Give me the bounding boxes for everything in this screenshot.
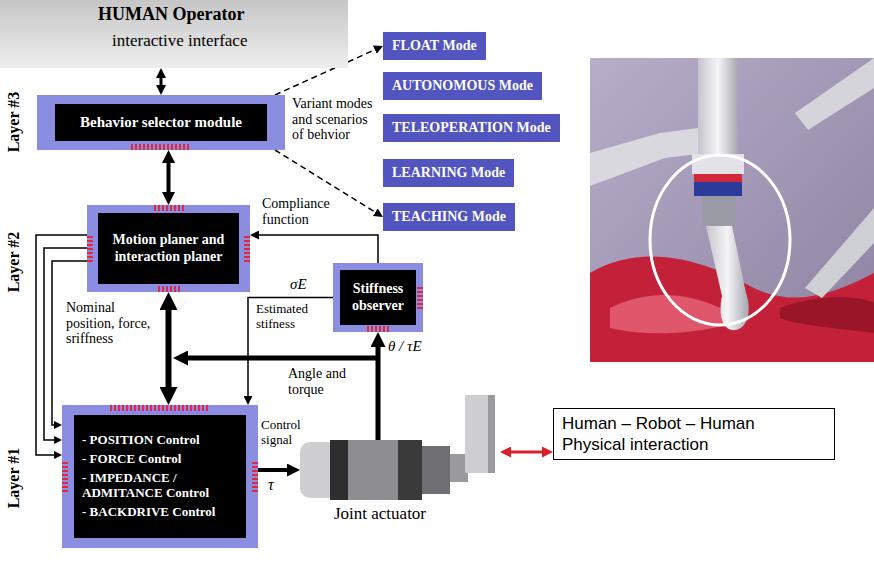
module-core: Stiffness observer	[340, 270, 416, 325]
control-item: - FORCE Control	[82, 452, 238, 467]
module-title: Stiffness observer	[346, 281, 410, 313]
port-ticks	[87, 236, 93, 262]
actuator-figure	[300, 440, 500, 500]
actuator-caption: Joint actuator	[300, 504, 460, 524]
port-ticks	[158, 286, 180, 292]
mode-title: LEARNING Mode	[392, 159, 505, 187]
module-title: Motion planer and interaction planer	[104, 232, 233, 264]
module-core: - POSITION Control - FORCE Control - IMPED…	[74, 415, 246, 538]
mode-title: TEACHING Mode	[392, 203, 506, 231]
mode-box: AUTONOMOUS Mode	[383, 72, 542, 100]
module-box: Stiffness observer	[333, 263, 423, 332]
mode-title: TELEOPERATION Mode	[392, 114, 551, 142]
connector	[376, 340, 381, 441]
mode-box: TELEOPERATION Mode	[383, 114, 560, 142]
operator-band: HUMAN Operator interactive interface	[0, 0, 348, 68]
port-ticks	[154, 205, 184, 211]
actuator-part	[348, 440, 398, 500]
layer-label: Layer #1	[5, 448, 23, 509]
port-ticks	[367, 326, 389, 332]
connector-label: Nominal position, force, sriffness	[66, 300, 158, 347]
module-core: Behavior selector module	[55, 104, 267, 141]
actuator-part	[488, 395, 495, 473]
connector	[255, 235, 379, 263]
mode-title: AUTONOMOUS Mode	[392, 72, 533, 100]
note-text: Human – Robot – Human Physical interacti…	[562, 413, 777, 455]
connector-label: Angle and torque	[288, 366, 368, 397]
port-ticks	[417, 287, 423, 309]
signal-name: θ / τE	[388, 338, 422, 355]
control-item: - IMPEDANCE / ADMITANCE Control	[82, 471, 238, 501]
control-box: - POSITION Control - FORCE Control - IMPED…	[62, 405, 258, 548]
connector	[166, 301, 172, 396]
note-box: Human – Robot – Human Physical interacti…	[553, 408, 835, 460]
mode-box: FLOAT Mode	[383, 32, 486, 60]
layer-label: Layer #3	[5, 92, 23, 153]
connector	[258, 468, 294, 472]
mode-box: LEARNING Mode	[383, 159, 514, 187]
control-item: - POSITION Control	[82, 433, 238, 448]
operator-text: interactive interface	[112, 31, 247, 51]
module-box: Motion planer and interaction planer	[87, 205, 250, 292]
connector-label: Estimated stifness	[256, 302, 332, 331]
module-core: Motion planer and interaction planer	[98, 213, 239, 284]
mode-box: TEACHING Mode	[383, 203, 515, 231]
actuator-part	[422, 446, 450, 494]
feedback-bus	[181, 356, 379, 361]
actuator-part	[465, 395, 495, 473]
port-ticks	[131, 144, 191, 150]
connector-label: Compliance function	[262, 196, 342, 227]
actuator-part	[398, 440, 422, 500]
port-ticks	[110, 405, 210, 411]
port-ticks	[244, 236, 250, 262]
connector	[506, 451, 548, 454]
signal-name: σE	[290, 276, 307, 293]
control-item: - BACKDRIVE Control	[82, 505, 238, 520]
operator-text: HUMAN Operator	[98, 4, 244, 25]
note-text: Variant modes and scenarios of behvior	[292, 96, 382, 143]
joint-actuator: Joint actuator	[300, 440, 500, 500]
connector-label: Control signal	[261, 418, 301, 447]
actuator-part	[330, 440, 348, 500]
mode-title: FLOAT Mode	[392, 32, 477, 60]
layer-label: Layer #2	[5, 232, 23, 293]
connector	[160, 73, 163, 90]
module-box: Behavior selector module	[37, 95, 285, 150]
robot-photo	[590, 58, 874, 362]
module-title: Behavior selector module	[61, 114, 261, 131]
port-ticks	[62, 462, 68, 492]
signal-name: τ	[268, 476, 274, 494]
connector	[167, 157, 171, 199]
port-ticks	[252, 462, 258, 492]
